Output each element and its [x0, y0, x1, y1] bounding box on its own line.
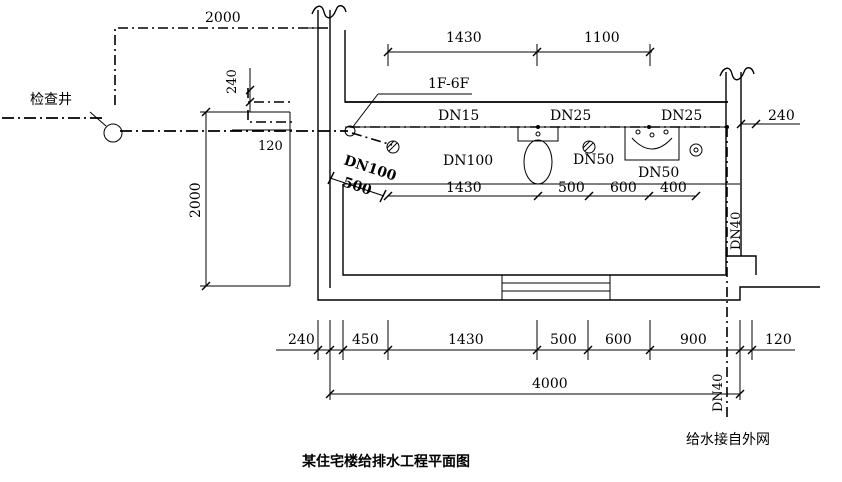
pipe-label-dn50-b: DN50: [638, 165, 679, 181]
dim-1430-top: 1430: [446, 30, 482, 46]
dim-400-mid: 400: [660, 180, 687, 196]
floor-drain-hatch-1b: [386, 140, 395, 149]
tick-mid-2: [533, 191, 543, 201]
tick-mid-3: [584, 191, 594, 201]
door-step: [501, 274, 611, 301]
dimension-lines: [200, 27, 800, 400]
floor-drain-icon-1: [386, 140, 400, 154]
tick-mid-4: [644, 191, 654, 201]
tick-top-1: [383, 47, 393, 57]
dim-1430-bot: 1430: [448, 332, 484, 348]
tick-b-6: [583, 345, 593, 355]
building-walls: [311, 5, 820, 301]
toilet-bowl-icon: [523, 139, 553, 185]
tick-top-3: [645, 47, 655, 57]
washbasin-frame: [624, 126, 680, 161]
junction-dot-3: [725, 125, 729, 129]
tick-240-2: [245, 85, 255, 95]
dim-240-bot: 240: [288, 332, 315, 348]
dim-line-500-diag: [329, 177, 385, 197]
pipe-label-dn100: DN100: [443, 153, 493, 169]
pipe-label-dn25-b: DN25: [661, 108, 702, 124]
drawing-title: 某住宅楼给排水工程平面图: [302, 453, 470, 470]
label-inspection-well: 检查井: [30, 92, 72, 108]
tick-4000-1: [325, 389, 335, 399]
dim-450-bot: 450: [352, 332, 379, 348]
dim-600-bot: 600: [605, 332, 632, 348]
tick-b-3: [338, 345, 348, 355]
tick-left-2: [201, 281, 211, 291]
tick-mid-5: [691, 191, 701, 201]
dim-240-right: 240: [768, 108, 795, 124]
dim-4000-bot: 4000: [532, 376, 568, 392]
label-floor-range: 1F-6F: [428, 76, 470, 92]
tick-r-2: [751, 119, 761, 129]
pipe-label-dn40-a: DN40: [729, 212, 744, 250]
dim-1430-mid: 1430: [446, 180, 482, 196]
riser-icon: [344, 125, 356, 137]
tick-r-1: [736, 119, 746, 129]
tick-b-5: [532, 345, 542, 355]
toilet-tank: [517, 126, 559, 142]
dim-1100-top: 1100: [584, 30, 620, 46]
cleanout-icon-inner: [693, 147, 699, 153]
inspection-well-icon: [103, 123, 123, 143]
floor-drain-hatch-2b: [582, 140, 591, 149]
leader-1f6f: [351, 93, 379, 129]
junction-dot-1: [536, 125, 540, 129]
cleanout-icon: [689, 143, 703, 157]
dn-line-top: [114, 27, 330, 105]
washbasin-tap-right: [663, 129, 669, 135]
tick-b-7: [645, 345, 655, 355]
tick-240-1: [245, 97, 255, 107]
tick-b-8: [735, 345, 745, 355]
inner-wall-bottom: [342, 184, 757, 276]
junction-dot-2: [647, 125, 651, 129]
dim-2000-left: 2000: [188, 182, 204, 218]
break-mark-left: [311, 5, 347, 19]
tick-diag-1: [327, 171, 335, 185]
toilet-tank-dot: [535, 131, 541, 137]
dim-500-diag: 500: [341, 175, 374, 199]
pipe-label-dn40-b: DN40: [711, 374, 726, 412]
pipe-label-dn25-a: DN25: [550, 108, 591, 124]
tick-top-2: [532, 47, 542, 57]
dim-120-a: 120: [258, 139, 283, 154]
outer-wall-left: [317, 10, 820, 301]
tick-b-4: [383, 345, 393, 355]
dim-900-bot: 900: [680, 332, 707, 348]
tick-diag-2: [379, 189, 387, 203]
drain-pipe-diag: [351, 132, 393, 146]
tick-mid-1: [383, 191, 393, 201]
text-labels: 2000 240 120 2000 1430 1100 DN15 DN25 DN…: [188, 10, 795, 470]
pipe-label-dn15: DN15: [438, 108, 479, 124]
tick-b-1: [313, 345, 323, 355]
dim-120-bot: 120: [765, 332, 792, 348]
pipe-label-dn50-a: DN50: [573, 152, 614, 168]
washbasin-bowl: [631, 137, 673, 150]
tick-left-1: [201, 107, 211, 117]
break-mark-right: [719, 67, 755, 81]
dim-500-mid: 500: [558, 180, 585, 196]
leader-inspection-well: [89, 111, 107, 127]
floor-drain-hatch-2: [584, 142, 594, 152]
dim-500-bot: 500: [550, 332, 577, 348]
floor-drain-icon-2: [582, 140, 596, 154]
tick-4000-2: [735, 389, 745, 399]
tick-b-2: [325, 345, 335, 355]
offset-pipe-lower: [247, 110, 292, 123]
offset-pipe-upper: [247, 88, 292, 103]
washbasin-tap-left: [635, 129, 641, 135]
washbasin-drain: [649, 132, 655, 138]
drain-pipes: [2, 27, 728, 420]
dim-2000-top: 2000: [205, 10, 241, 26]
fixtures: [386, 125, 729, 185]
tick-b-9: [747, 345, 757, 355]
dim-240-vertical: 240: [225, 69, 240, 94]
floor-drain-hatch-1: [388, 142, 398, 152]
label-water-supply: 给水接自外网: [686, 431, 770, 448]
dim-600-mid: 600: [610, 180, 637, 196]
